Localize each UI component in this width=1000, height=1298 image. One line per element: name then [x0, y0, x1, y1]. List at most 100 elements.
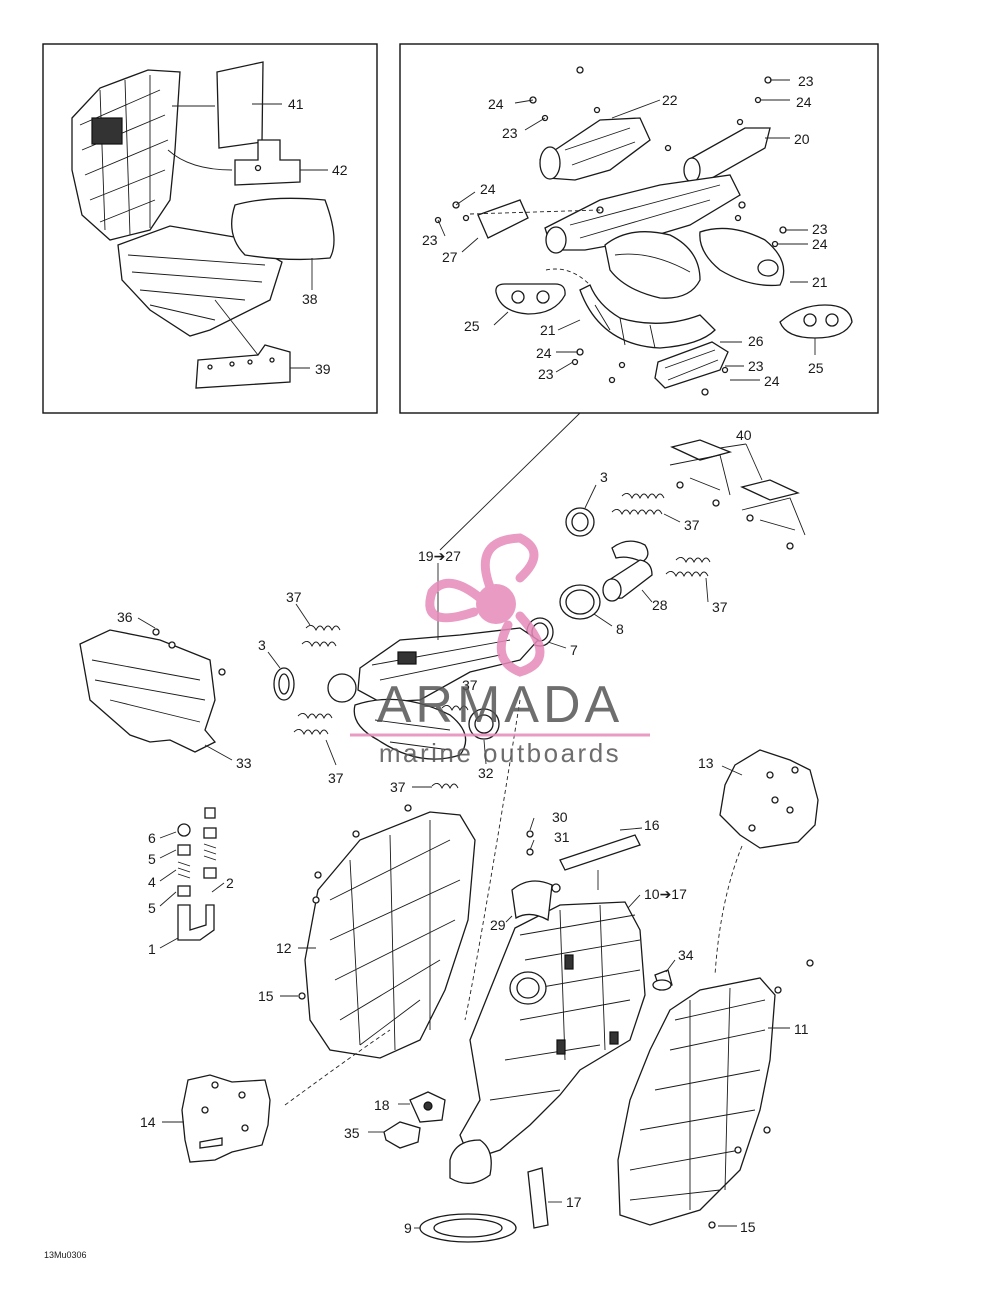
part-cover-12	[280, 804, 476, 1059]
part-ring-3-upper	[565, 484, 597, 537]
inset-box-left	[42, 43, 378, 414]
callout-10-17: 10➔17	[644, 886, 687, 902]
part-pipe-28	[602, 559, 653, 603]
callout-20: 20	[794, 131, 810, 147]
callout-23b: 23	[798, 73, 814, 89]
callout-1: 1	[148, 941, 156, 957]
callout-8: 8	[616, 621, 624, 637]
inset-box-right	[399, 43, 879, 414]
callout-15b: 15	[740, 1219, 756, 1235]
part-muffler-main	[449, 699, 646, 1184]
callout-13: 13	[698, 755, 714, 771]
part-plate-25-right	[779, 304, 853, 355]
inset-fasteners	[434, 66, 808, 396]
callout-labels: 41 42 38 39 24 23 22 23 24 20 24 23 27 2…	[44, 73, 828, 1260]
callout-33: 33	[236, 755, 252, 771]
callout-37a: 37	[684, 517, 700, 533]
callout-6: 6	[148, 830, 156, 846]
callout-40: 40	[736, 427, 752, 443]
callout-21a: 21	[812, 274, 828, 290]
callout-34: 34	[678, 947, 694, 963]
part-bracket-35	[368, 1121, 421, 1149]
callout-14: 14	[140, 1114, 156, 1130]
part-manifold-main	[544, 174, 741, 254]
part-exhaust-pipe-assembly	[327, 563, 539, 760]
callout-35: 35	[344, 1125, 360, 1141]
callout-32: 32	[478, 765, 494, 781]
watermark: ARMADA marine outboards	[350, 533, 650, 768]
part-plate-25-left	[493, 283, 566, 326]
callout-5a: 5	[148, 851, 156, 867]
callout-41: 41	[288, 96, 304, 112]
part-bracket-18	[398, 1091, 446, 1123]
callout-25b: 25	[808, 360, 824, 376]
part-fastener-30-31	[526, 817, 535, 856]
callout-23d: 23	[812, 221, 828, 237]
callout-3a: 3	[600, 469, 608, 485]
part-air-intake-housing	[71, 69, 233, 241]
callout-15a: 15	[258, 988, 274, 1004]
callout-30: 30	[552, 809, 568, 825]
callout-19-27: 19➔27	[418, 548, 461, 564]
part-plates-40	[669, 439, 806, 550]
callout-24a: 24	[488, 96, 504, 112]
springs-37-upper	[611, 493, 711, 603]
callout-17: 17	[566, 1194, 582, 1210]
part-cover-11	[617, 959, 814, 1229]
callout-24d: 24	[812, 236, 828, 252]
part-clamp-34	[652, 959, 676, 991]
part-plate-42	[234, 139, 328, 186]
inset-leader	[439, 412, 581, 551]
part-bracket-29	[505, 880, 561, 923]
part-bracket-26	[654, 341, 742, 389]
watermark-tagline: marine outboards	[379, 738, 621, 768]
part-pipe-22	[539, 99, 661, 181]
part-intake-base	[117, 225, 283, 356]
part-shield-27	[461, 199, 529, 253]
callout-42: 42	[332, 162, 348, 178]
part-clamp-8	[559, 584, 613, 627]
part-ring-3-left	[267, 651, 295, 701]
part-strip-16	[559, 827, 643, 890]
callout-18: 18	[374, 1097, 390, 1113]
springs-37-left	[293, 603, 469, 790]
part-clamp	[611, 540, 649, 563]
part-ring-32	[468, 708, 500, 765]
callout-4: 4	[148, 874, 156, 890]
callout-22: 22	[662, 92, 678, 108]
propeller-icon	[425, 533, 545, 677]
part-strip-17	[527, 1167, 562, 1229]
part-heat-shield-21-right	[699, 227, 808, 287]
diagram-code: 13Mu0306	[44, 1250, 87, 1260]
callout-24b: 24	[796, 94, 812, 110]
part-gasket-41	[216, 61, 282, 149]
part-plate-39	[195, 344, 310, 389]
callout-24c: 24	[480, 181, 496, 197]
callout-31: 31	[554, 829, 570, 845]
part-pipe-elbow	[604, 231, 701, 299]
part-bracket-33	[79, 617, 233, 761]
callout-23c: 23	[422, 232, 438, 248]
callout-7: 7	[570, 642, 578, 658]
callout-21b: 21	[540, 322, 556, 338]
callout-25a: 25	[464, 318, 480, 334]
callout-2: 2	[226, 875, 234, 891]
callout-37b: 37	[712, 599, 728, 615]
part-pipe-20	[683, 127, 790, 183]
part-gasket-9	[414, 1213, 517, 1243]
callout-24f: 24	[764, 373, 780, 389]
part-cover-38	[231, 197, 335, 290]
callout-23f: 23	[748, 358, 764, 374]
callout-26: 26	[748, 333, 764, 349]
callout-39: 39	[315, 361, 331, 377]
part-gasket-14	[162, 1029, 391, 1163]
callout-23a: 23	[502, 125, 518, 141]
callout-36: 36	[117, 609, 133, 625]
callout-37e: 37	[328, 770, 344, 786]
callout-29: 29	[490, 917, 506, 933]
part-heat-shield-21-left	[557, 284, 716, 349]
callout-23e: 23	[538, 366, 554, 382]
watermark-brand: ARMADA	[377, 676, 623, 734]
callout-3b: 3	[258, 637, 266, 653]
